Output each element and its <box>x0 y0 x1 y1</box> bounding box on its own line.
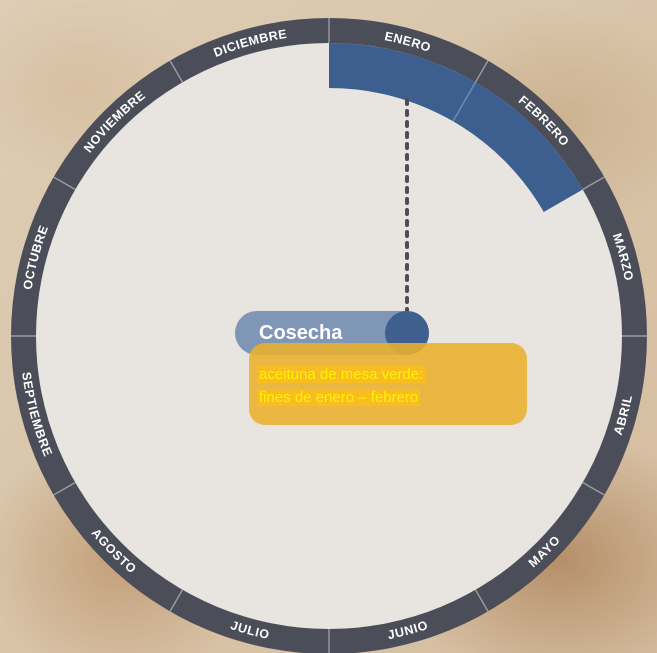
activity-title: Cosecha <box>259 322 343 344</box>
highlight-divider <box>452 81 477 122</box>
month-divider <box>582 176 605 191</box>
month-divider <box>474 589 489 612</box>
month-divider <box>169 60 184 83</box>
activity-note-line-2: fines de enero – febrero <box>257 389 421 406</box>
month-divider <box>53 481 76 496</box>
month-divider <box>474 60 489 83</box>
highlight-arc-febrero <box>453 82 583 213</box>
month-divider <box>582 481 605 496</box>
activity-note-line-1: aceituna de mesa verde: <box>257 366 426 383</box>
activity-note: aceituna de mesa verde: fines de enero –… <box>249 343 527 425</box>
highlight-arc-enero <box>329 43 476 122</box>
month-divider <box>169 589 184 612</box>
month-divider <box>53 176 76 191</box>
